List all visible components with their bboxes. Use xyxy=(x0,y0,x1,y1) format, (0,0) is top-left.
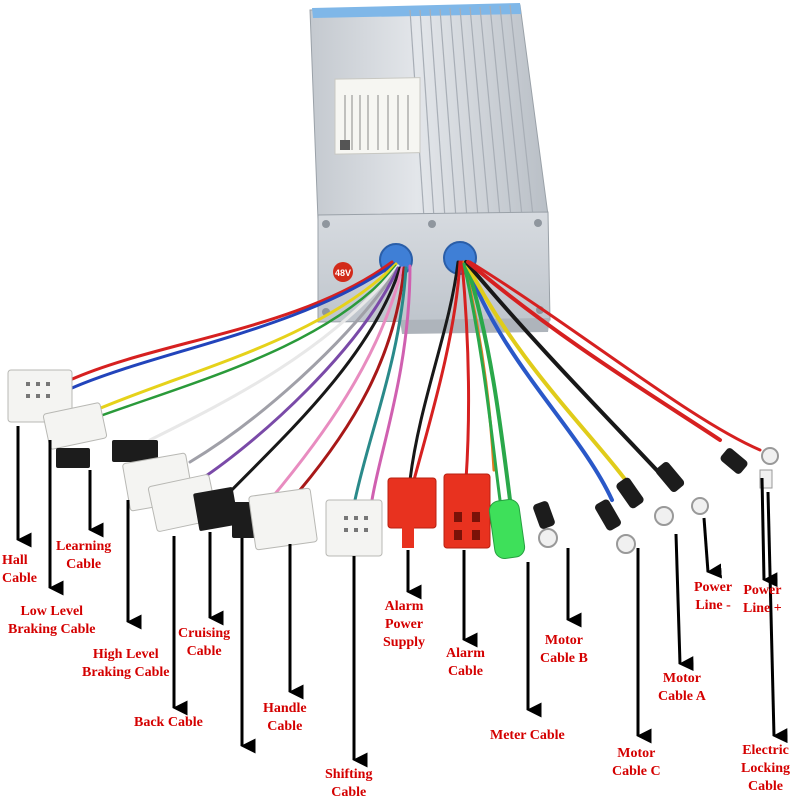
wire-alarm2-red xyxy=(460,260,471,482)
screw-icon xyxy=(534,219,542,227)
motor-c-ring-terminal xyxy=(616,534,636,554)
cruising-connector xyxy=(193,487,239,531)
wire-darkred xyxy=(298,266,406,492)
sticker-qr xyxy=(340,140,350,150)
voltage-badge-text: 48V xyxy=(335,268,351,278)
hall-connector-pins xyxy=(26,382,50,398)
wire-green-meter xyxy=(462,262,502,502)
power-minus-sleeve xyxy=(655,462,685,492)
wire-green xyxy=(98,264,398,418)
wire-white xyxy=(148,264,400,442)
power-plus-sleeve xyxy=(720,448,748,474)
wire-gray xyxy=(188,266,400,464)
wire-red2 xyxy=(466,260,722,442)
wire-red3 xyxy=(468,260,762,452)
wire-yellow2 xyxy=(464,260,642,502)
meter-connector xyxy=(488,498,526,560)
motor-a-ring-terminal xyxy=(654,506,674,526)
arrow-electric-locking xyxy=(766,491,788,744)
wire-red xyxy=(68,260,394,382)
wire-yellow xyxy=(94,262,398,412)
motor-c-sleeve xyxy=(595,499,621,531)
wire-black2 xyxy=(464,260,668,482)
wire-green2 xyxy=(464,260,512,502)
alarm-power-connector xyxy=(387,477,437,529)
power-minus-ring-terminal xyxy=(691,497,709,515)
wire-magenta xyxy=(370,264,412,502)
wire-alarm-black xyxy=(408,260,460,482)
voltage-badge xyxy=(333,262,353,282)
screw-icon xyxy=(322,220,330,228)
controller: 48V xyxy=(309,3,551,334)
wire-blue2 xyxy=(464,260,614,502)
learning-connector xyxy=(56,448,90,468)
screw-icon xyxy=(428,220,436,228)
controller-blue-edge xyxy=(312,3,521,18)
wire-blue xyxy=(70,262,396,390)
low-brake-connector xyxy=(42,402,108,450)
arrow-power-plus xyxy=(760,477,778,588)
wire-teal xyxy=(353,266,408,502)
heat-fins xyxy=(409,4,534,219)
wire-pink xyxy=(268,266,404,502)
wires xyxy=(68,260,762,502)
pointer-arrows xyxy=(16,426,788,768)
arrow-power-minus xyxy=(702,517,723,579)
motor-a-sleeve xyxy=(616,477,644,509)
label-meter-cable: Meter Cable xyxy=(490,728,565,743)
label-back-cable: Back Cable xyxy=(134,715,203,730)
connectors xyxy=(7,369,779,560)
learning-connector-2 xyxy=(112,440,158,462)
wire-black xyxy=(220,266,402,502)
wire-purple xyxy=(198,266,400,482)
wire-alarm-red xyxy=(412,260,462,482)
motor-b-sleeve xyxy=(533,501,555,529)
alarm-power-connector-tip xyxy=(402,526,414,548)
power-plus-ring-terminal xyxy=(761,447,779,465)
alarm-connector-holes xyxy=(454,512,480,540)
motor-b-ring-terminal xyxy=(538,528,558,548)
arrow-motor-a xyxy=(674,533,694,672)
sticker-print xyxy=(344,95,409,150)
handle-connector xyxy=(248,487,318,551)
shifting-connector-pins xyxy=(344,516,368,532)
alarm-connector xyxy=(443,473,491,549)
